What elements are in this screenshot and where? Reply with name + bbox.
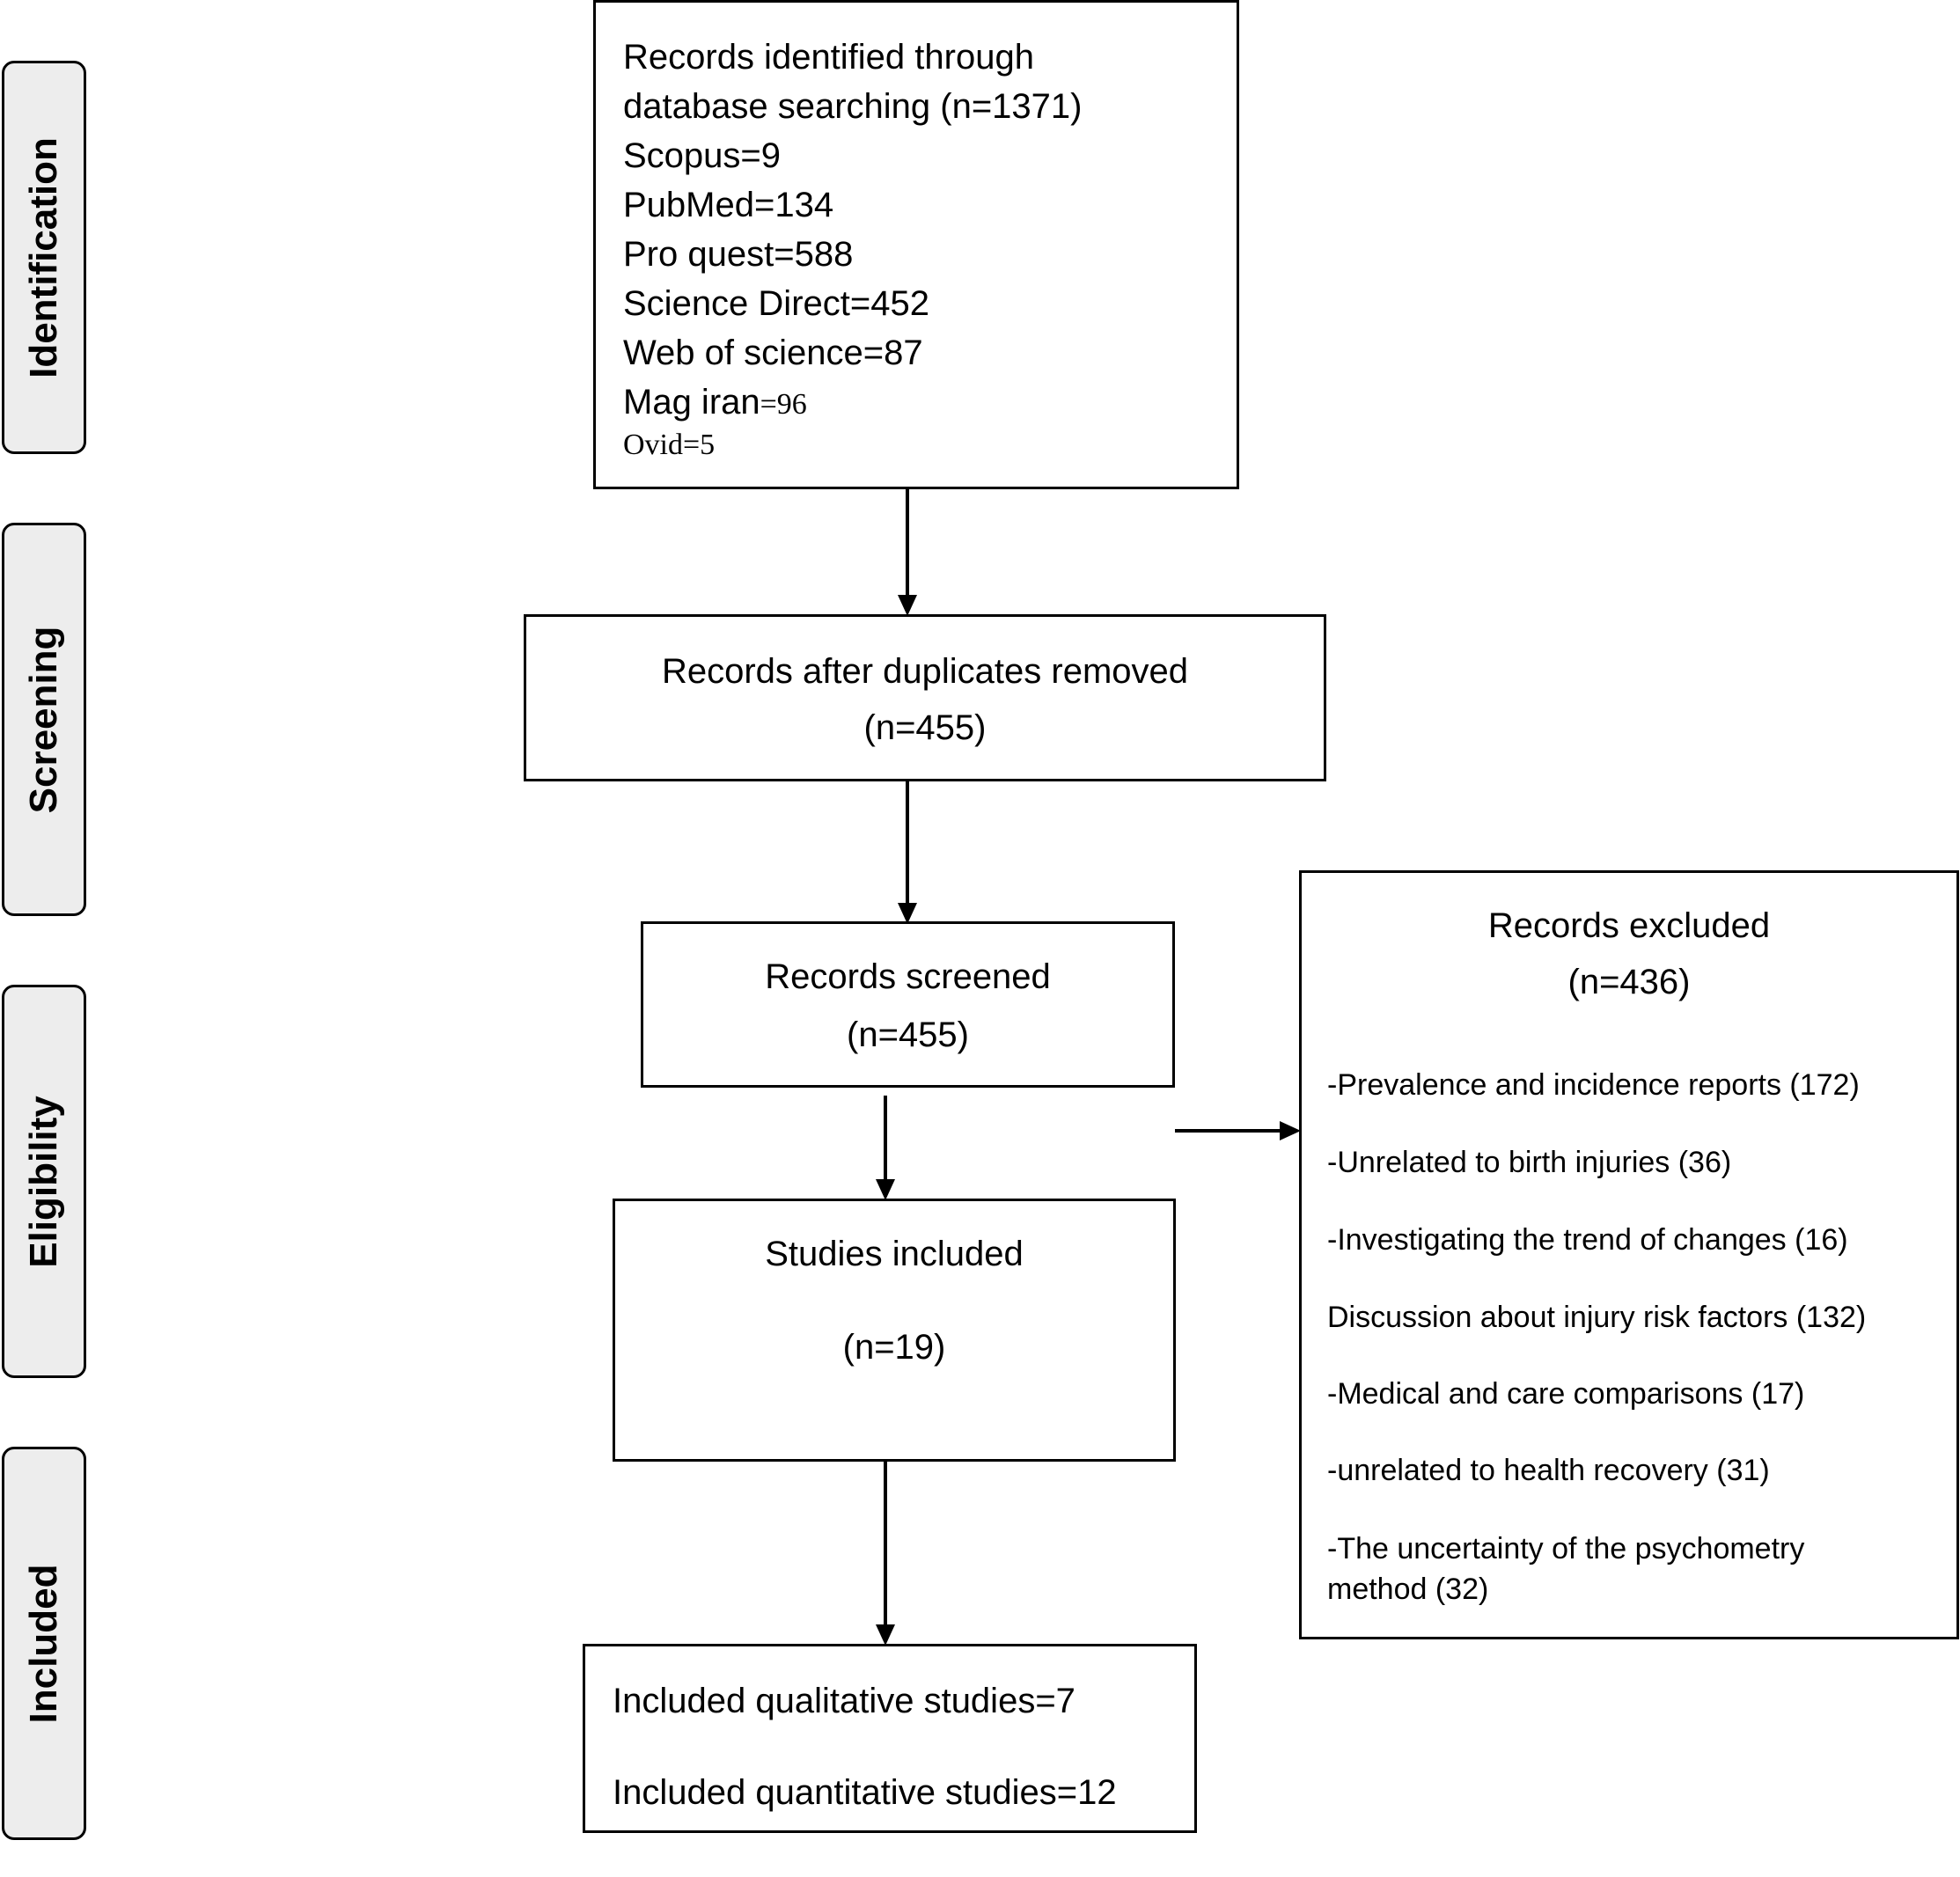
phase-included: Included [2, 1447, 86, 1840]
arrowhead-screened-to-excluded [1280, 1121, 1301, 1140]
records-excluded-count: (n=436) [1567, 963, 1691, 1001]
duplicates-removed-box: Records after duplicates removed (n=455) [524, 614, 1326, 781]
records-identified-box: Records identified through database sear… [593, 0, 1239, 489]
phase-eligibility: Eligibility [2, 985, 86, 1378]
records-excluded-title: Records excluded [1487, 906, 1771, 945]
included-studies-box: Included qualitative studies=7 Included … [583, 1644, 1197, 1833]
source-ovid: Ovid=5 [623, 429, 716, 461]
records-screened-count: (n=455) [847, 1015, 969, 1054]
phase-identification: Identification [2, 61, 86, 454]
records-excluded-box: Records excluded (n=436) -Prevalence and… [1299, 870, 1959, 1639]
exclusion-reason-5: -Medical and care comparisons (17) [1327, 1377, 1805, 1411]
source-pubmed: PubMed=134 [623, 186, 834, 224]
arrowhead-identified-to-duplicates [898, 595, 917, 616]
exclusion-reason-6: -unrelated to health recovery (31) [1327, 1454, 1770, 1487]
exclusion-reason-4: Discussion about injury risk factors (13… [1327, 1301, 1867, 1334]
source-sciencedirect: Science Direct=452 [623, 284, 929, 323]
included-quantitative: Included quantitative studies=12 [613, 1773, 1117, 1812]
studies-included-box: Studies included (n=19) [613, 1199, 1176, 1462]
exclusion-reason-1: -Prevalence and incidence reports (172) [1327, 1068, 1860, 1102]
source-magiran: Mag iran=96 [623, 385, 807, 420]
phase-screening: Screening [2, 523, 86, 916]
exclusion-reason-8: method (32) [1327, 1573, 1489, 1606]
arrowhead-duplicates-to-screened [898, 903, 917, 924]
arrowhead-studies-to-final [876, 1624, 895, 1646]
arrowhead-screened-to-studies [876, 1179, 895, 1200]
source-webofscience: Web of science=87 [623, 334, 923, 372]
included-qualitative: Included qualitative studies=7 [613, 1682, 1075, 1720]
identified-line-1: Records identified through [623, 38, 1034, 77]
records-screened-box: Records screened (n=455) [641, 921, 1175, 1088]
source-magiran-label: Mag iran [623, 383, 760, 422]
studies-included-count: (n=19) [842, 1328, 946, 1367]
duplicates-removed-count: (n=455) [863, 708, 987, 747]
identified-line-2: database searching (n=1371) [623, 87, 1083, 126]
duplicates-removed-title: Records after duplicates removed [661, 652, 1189, 691]
exclusion-reason-3: -Investigating the trend of changes (16) [1327, 1223, 1848, 1257]
exclusion-reason-2: -Unrelated to birth injuries (36) [1327, 1146, 1732, 1179]
source-proquest: Pro quest=588 [623, 235, 854, 274]
source-scopus: Scopus=9 [623, 136, 782, 175]
studies-included-title: Studies included [765, 1235, 1024, 1273]
exclusion-reason-7: -The uncertainty of the psychometry [1327, 1532, 1805, 1565]
source-magiran-value: =96 [760, 388, 807, 421]
records-screened-title: Records screened [765, 957, 1051, 996]
